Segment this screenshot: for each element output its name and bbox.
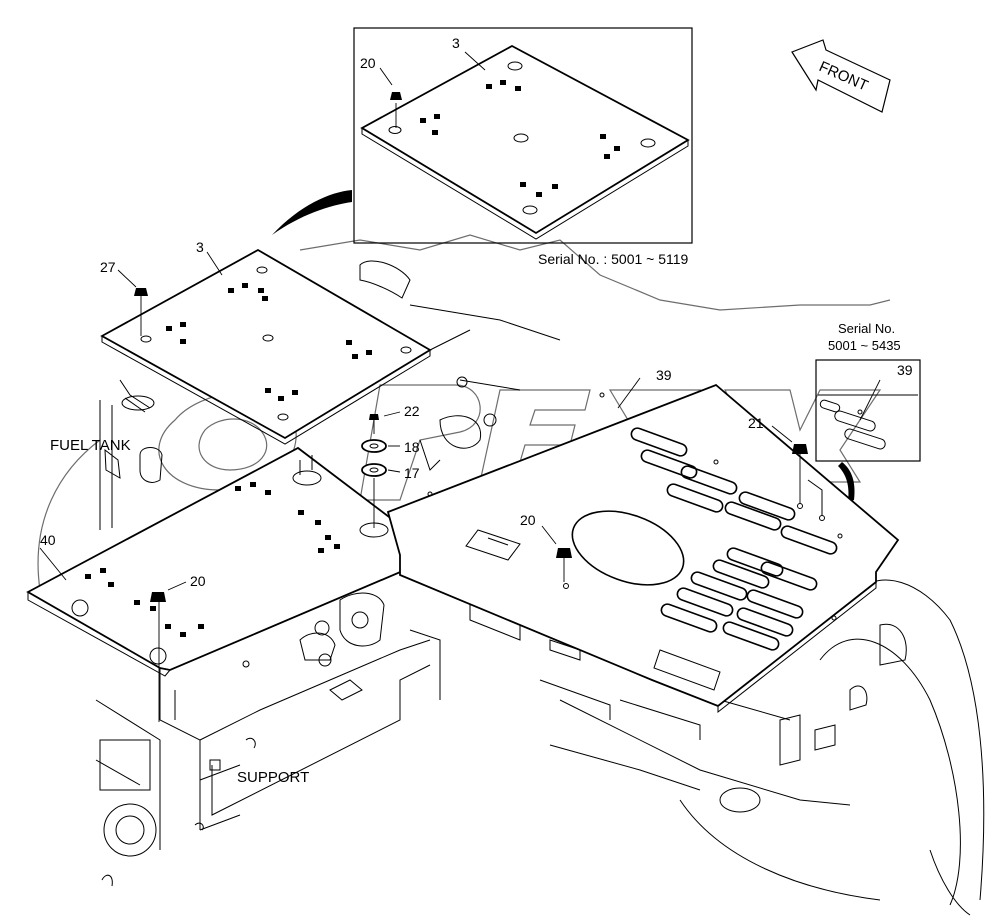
callout-27: 27 — [100, 259, 116, 275]
callout-18: 18 — [404, 439, 420, 455]
fasteners-center: 22 18 17 — [361, 403, 420, 528]
plate-40: 40 20 — [26, 446, 432, 722]
front-arrow: FRONT — [791, 39, 891, 113]
callout-22: 22 — [404, 403, 420, 419]
plate-3: 3 27 — [100, 239, 432, 445]
inset-top: 3 20 Serial No. : 5001 ~ 5119 — [353, 27, 693, 267]
label-fuel-tank: FUEL TANK — [50, 437, 131, 454]
machine-structure — [95, 260, 985, 916]
callout-21: 21 — [748, 415, 764, 431]
inset-top-bolt-label: 20 — [360, 55, 376, 71]
inset-top-serial: Serial No. : 5001 ~ 5119 — [538, 251, 689, 267]
callout-40: 40 — [40, 532, 56, 548]
inset-right-serial-2: 5001 ~ 5435 — [828, 338, 901, 353]
inset-right-part-label: 39 — [897, 362, 913, 378]
inset-top-part-label: 3 — [452, 35, 460, 51]
callout-17: 17 — [404, 465, 420, 481]
callout-20-left: 20 — [190, 573, 206, 589]
callout-39: 39 — [656, 367, 672, 383]
label-support: SUPPORT — [237, 769, 309, 786]
plate-39: 39 21 20 — [386, 367, 900, 714]
inset-right-serial-1: Serial No. — [838, 321, 895, 336]
callout-20-center: 20 — [520, 512, 536, 528]
front-label: FRONT — [816, 58, 870, 95]
callout-3: 3 — [196, 239, 204, 255]
inset-right: 39 Serial No. 5001 ~ 5435 — [815, 321, 921, 502]
inset-pointer — [272, 190, 352, 235]
